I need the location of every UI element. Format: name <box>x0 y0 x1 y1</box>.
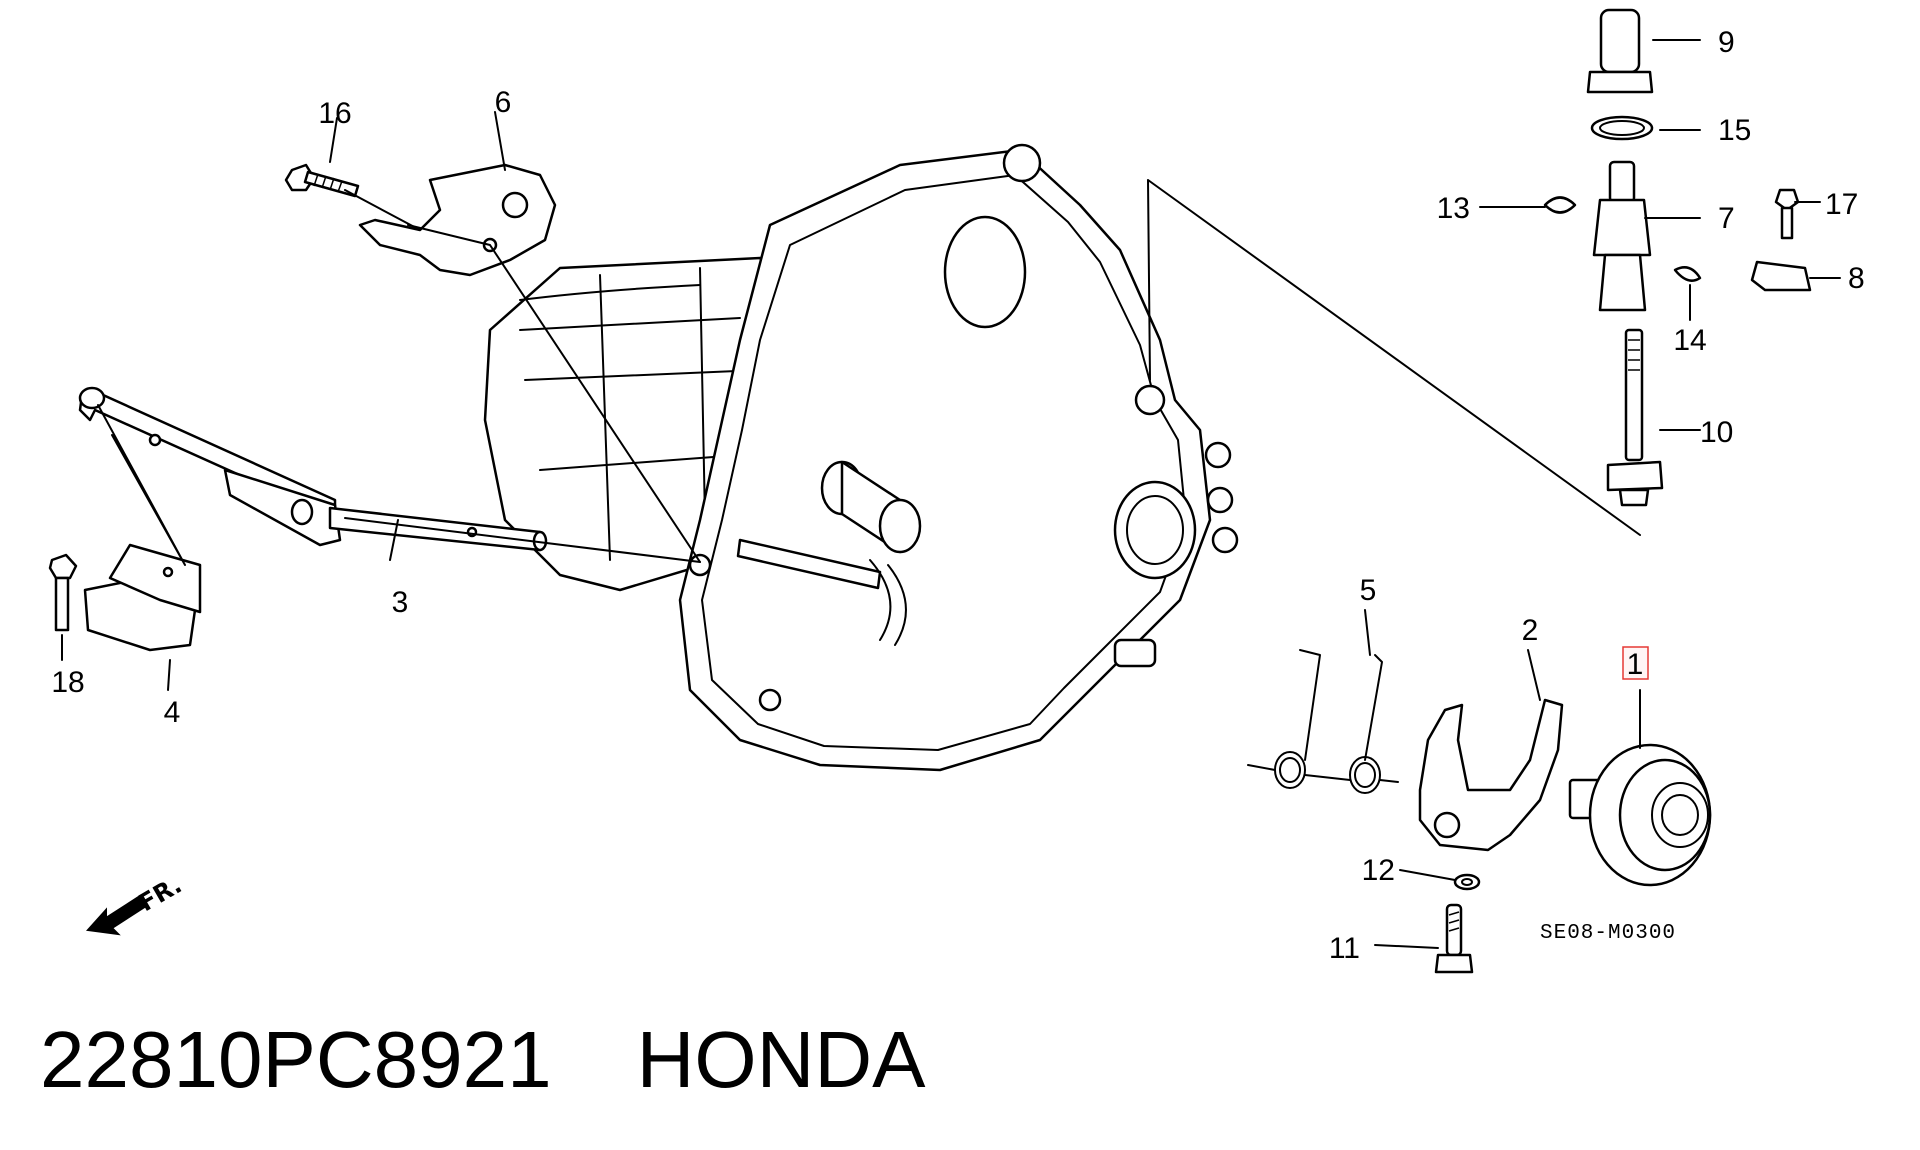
release-lever-part-3 <box>78 386 548 552</box>
callout-16[interactable]: 16 <box>318 97 351 130</box>
clip-part-14 <box>1673 266 1702 282</box>
diagram-code: SE08-M0300 <box>1540 922 1676 945</box>
clip-part-13 <box>1543 196 1577 214</box>
callout-15[interactable]: 15 <box>1718 114 1751 147</box>
callout-3[interactable]: 3 <box>392 586 409 619</box>
callout-1[interactable]: 1 <box>1627 648 1644 681</box>
callout-7[interactable]: 7 <box>1718 202 1735 235</box>
part-footer: 22810PC8921 HONDA <box>40 1010 1010 1110</box>
callout-5[interactable]: 5 <box>1360 574 1377 607</box>
part-number: 22810PC8921 <box>40 1015 552 1104</box>
washer-part-12 <box>1453 873 1481 891</box>
driven-gear-holder-part-7 <box>1592 160 1652 312</box>
brand-name: HONDA <box>636 1015 926 1104</box>
o-ring-part-15 <box>1590 115 1654 141</box>
return-spring-part-5 <box>1247 649 1399 794</box>
callout-13[interactable]: 13 <box>1437 192 1470 225</box>
release-fork-part-2 <box>1418 698 1564 852</box>
front-arrow-icon <box>85 894 148 936</box>
callout-8[interactable]: 8 <box>1848 262 1865 295</box>
transmission-housing <box>483 143 1239 772</box>
callouts: 1 2 3 4 5 6 7 8 9 10 11 12 13 14 15 16 1… <box>51 26 1864 965</box>
front-direction-indicator: FR. <box>85 871 186 936</box>
callout-9[interactable]: 9 <box>1718 26 1735 59</box>
damper-part-4 <box>83 543 202 652</box>
plate-part-8 <box>1750 260 1812 292</box>
shift-bracket-part-6 <box>358 163 557 277</box>
callout-1-highlight-box <box>1622 646 1649 680</box>
callout-6[interactable]: 6 <box>495 86 512 119</box>
leader-lines <box>61 39 1841 949</box>
flange-bolt-part-18 <box>48 553 78 632</box>
callout-18[interactable]: 18 <box>51 666 84 699</box>
callout-14[interactable]: 14 <box>1673 324 1706 357</box>
bolt-part-17 <box>1774 188 1800 240</box>
front-label: FR. <box>134 871 186 917</box>
speedometer-shaft-part-10 <box>1606 328 1664 507</box>
pivot-bolt-part-11 <box>1434 903 1474 974</box>
callout-2[interactable]: 2 <box>1522 614 1539 647</box>
callout-12[interactable]: 12 <box>1362 854 1395 887</box>
speedometer-sleeve-part-9 <box>1586 8 1654 94</box>
callout-17[interactable]: 17 <box>1825 188 1858 221</box>
callout-11[interactable]: 11 <box>1329 932 1360 965</box>
callout-10[interactable]: 10 <box>1700 416 1733 449</box>
release-bearing-part-1 <box>1568 743 1712 887</box>
callout-4[interactable]: 4 <box>164 696 181 729</box>
